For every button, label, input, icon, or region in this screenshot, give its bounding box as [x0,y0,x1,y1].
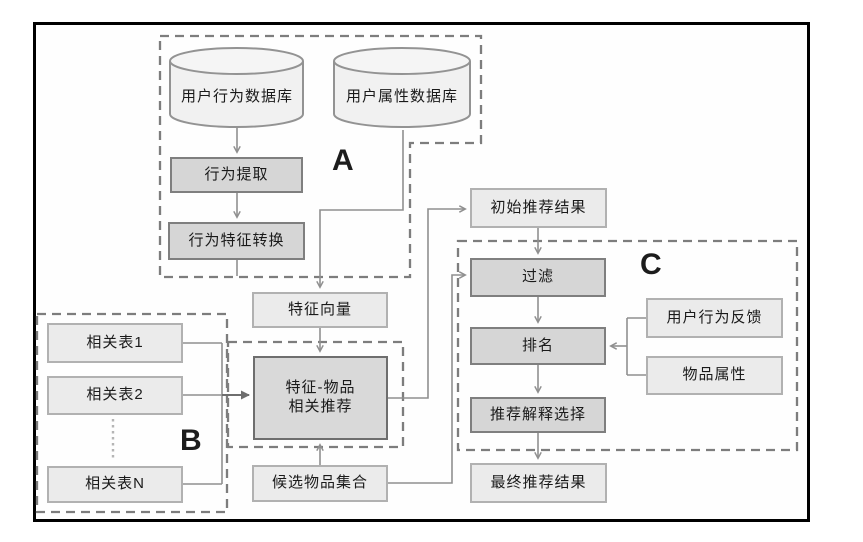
database-cylinder-attribute [333,61,471,128]
edge-candidates-to-filter [388,271,467,484]
edge-attributedb-to-featurevector [316,130,404,289]
group-a-label: A [332,144,354,177]
node-final-results: 最终推荐结果 [470,463,607,503]
node-user-behavior-db: 用户行为数据库 [180,87,293,105]
node-behavior-extraction: 行为提取 [170,157,303,193]
node-candidate-item-set: 候选物品集合 [252,465,388,502]
node-ranking: 排名 [470,327,606,365]
node-related-table-n: 相关表N [47,466,183,503]
database-cylinder-behavior-top [169,47,304,75]
node-feature-vector: 特征向量 [252,292,388,328]
database-cylinder-behavior [169,61,304,128]
node-related-table-1: 相关表1 [47,323,183,363]
node-explanation-selection: 推荐解释选择 [470,397,606,433]
node-filter: 过滤 [470,258,606,297]
node-user-behavior-feedback: 用户行为反馈 [646,298,783,338]
node-user-attribute-db: 用户属性数据库 [345,87,458,105]
edge-core-to-initial [388,205,467,399]
group-c-label: C [640,248,662,281]
group-c-border [456,239,799,452]
group-b-label: B [180,424,202,457]
group-a-border [158,34,483,279]
node-feature-item-recommend: 特征-物品 相关推荐 [253,356,388,440]
group-b-border [35,312,229,514]
node-behavior-feature-transform: 行为特征转换 [168,222,305,260]
database-cylinder-attribute-top [333,47,471,75]
group-borders [35,34,799,514]
node-feature-item-recommend-line1: 特征-物品 [285,379,356,397]
node-related-table-2: 相关表2 [47,376,183,415]
node-feature-item-recommend-line2: 相关推荐 [288,398,353,415]
node-initial-results: 初始推荐结果 [470,188,607,228]
node-item-attributes: 物品属性 [646,356,783,395]
connectors [111,127,646,485]
database-shapes [169,47,471,128]
